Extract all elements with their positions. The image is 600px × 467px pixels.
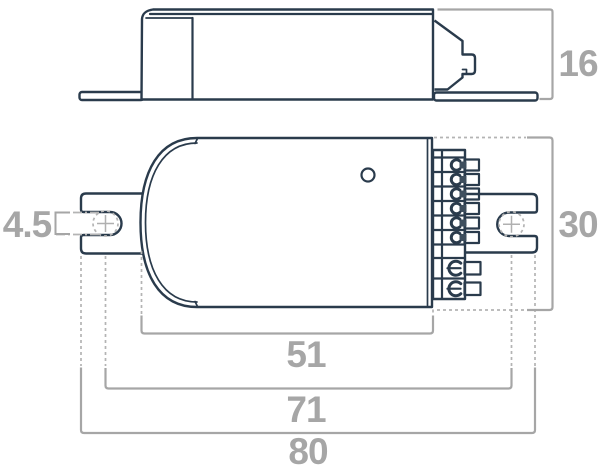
dim-bracket-mount-centers bbox=[104, 368, 513, 390]
terminal-small-3 bbox=[449, 187, 481, 201]
terminal-large-2 bbox=[446, 280, 482, 298]
terminal-large-1 bbox=[446, 259, 482, 277]
terminal-small-1 bbox=[449, 158, 481, 172]
indicator-hole bbox=[360, 167, 376, 183]
side-view bbox=[78, 8, 539, 102]
slot-center-mark-left bbox=[92, 210, 119, 237]
side-view-dimensions: 16 bbox=[437, 8, 599, 101]
slot-center-circle-right bbox=[498, 210, 525, 238]
plan-seam-nick-bottom bbox=[194, 300, 199, 308]
plan-view-dimensions: 4.5 30 51 71 80 bbox=[3, 136, 599, 467]
terminal-small-5 bbox=[449, 216, 481, 230]
terminal-small-2 bbox=[449, 172, 481, 187]
dim-bracket-height bbox=[437, 8, 554, 101]
slot-center-cross-right bbox=[503, 215, 520, 233]
dim-bracket-overall-length bbox=[79, 367, 537, 435]
slot-center-circle-left bbox=[92, 210, 119, 237]
dim-label-mount-centers: 71 bbox=[286, 389, 326, 430]
dim-bracket-slot-width bbox=[54, 211, 70, 235]
slot-center-cross-left bbox=[97, 215, 114, 232]
dim-label-body-length: 51 bbox=[286, 334, 326, 375]
terminal-dividers bbox=[431, 156, 467, 280]
terminal-small-6 bbox=[449, 230, 481, 245]
plan-view bbox=[79, 136, 539, 309]
mounting-tab-right bbox=[463, 192, 539, 254]
dim-bracket-body-width bbox=[527, 136, 554, 312]
side-mounting-flange-left bbox=[78, 90, 145, 102]
side-mounting-flange-right bbox=[432, 91, 539, 102]
side-connector-notch bbox=[461, 68, 468, 75]
terminal-small-4 bbox=[449, 201, 481, 216]
plan-body-outline bbox=[139, 136, 434, 309]
dim-label-overall-length: 80 bbox=[288, 431, 328, 467]
dim-label-body-width: 30 bbox=[558, 204, 598, 245]
side-connector-boss bbox=[433, 19, 477, 91]
dim-label-height: 16 bbox=[558, 43, 598, 84]
terminal-block bbox=[431, 148, 482, 301]
side-body-outline bbox=[140, 8, 435, 101]
plan-seam-nick-top bbox=[194, 137, 199, 145]
dim-bracket-body-length bbox=[140, 315, 435, 335]
dim-label-slot-width: 4.5 bbox=[3, 204, 52, 245]
slot-center-mark-right bbox=[498, 210, 525, 238]
plan-body-inner-wall bbox=[144, 142, 198, 303]
mounting-tab-left bbox=[79, 192, 158, 255]
